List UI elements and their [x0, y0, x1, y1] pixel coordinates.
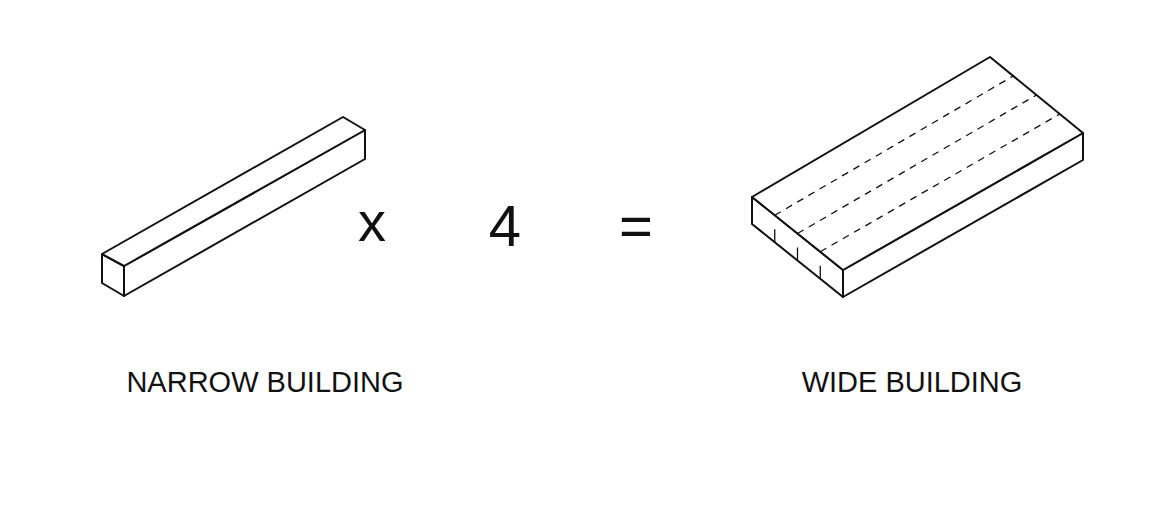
strip-tick [774, 229, 775, 242]
building-label: NARROW BUILDING [126, 368, 403, 397]
operator-symbol: = [619, 197, 653, 255]
strip-line [775, 76, 1014, 215]
strip-divisions [775, 76, 1060, 279]
side-face [124, 130, 365, 296]
strip-line [798, 95, 1037, 234]
multiplier-number: 4 [489, 197, 521, 255]
operator-symbol: x [358, 194, 386, 250]
building-label: WIDE BUILDING [802, 368, 1023, 397]
top-face [102, 117, 365, 266]
strip-tick [820, 266, 821, 279]
strip-line [820, 114, 1060, 252]
wide-building [752, 57, 1083, 297]
strip-tick [797, 248, 798, 261]
narrow-building [102, 117, 365, 296]
top-face [752, 57, 1083, 270]
